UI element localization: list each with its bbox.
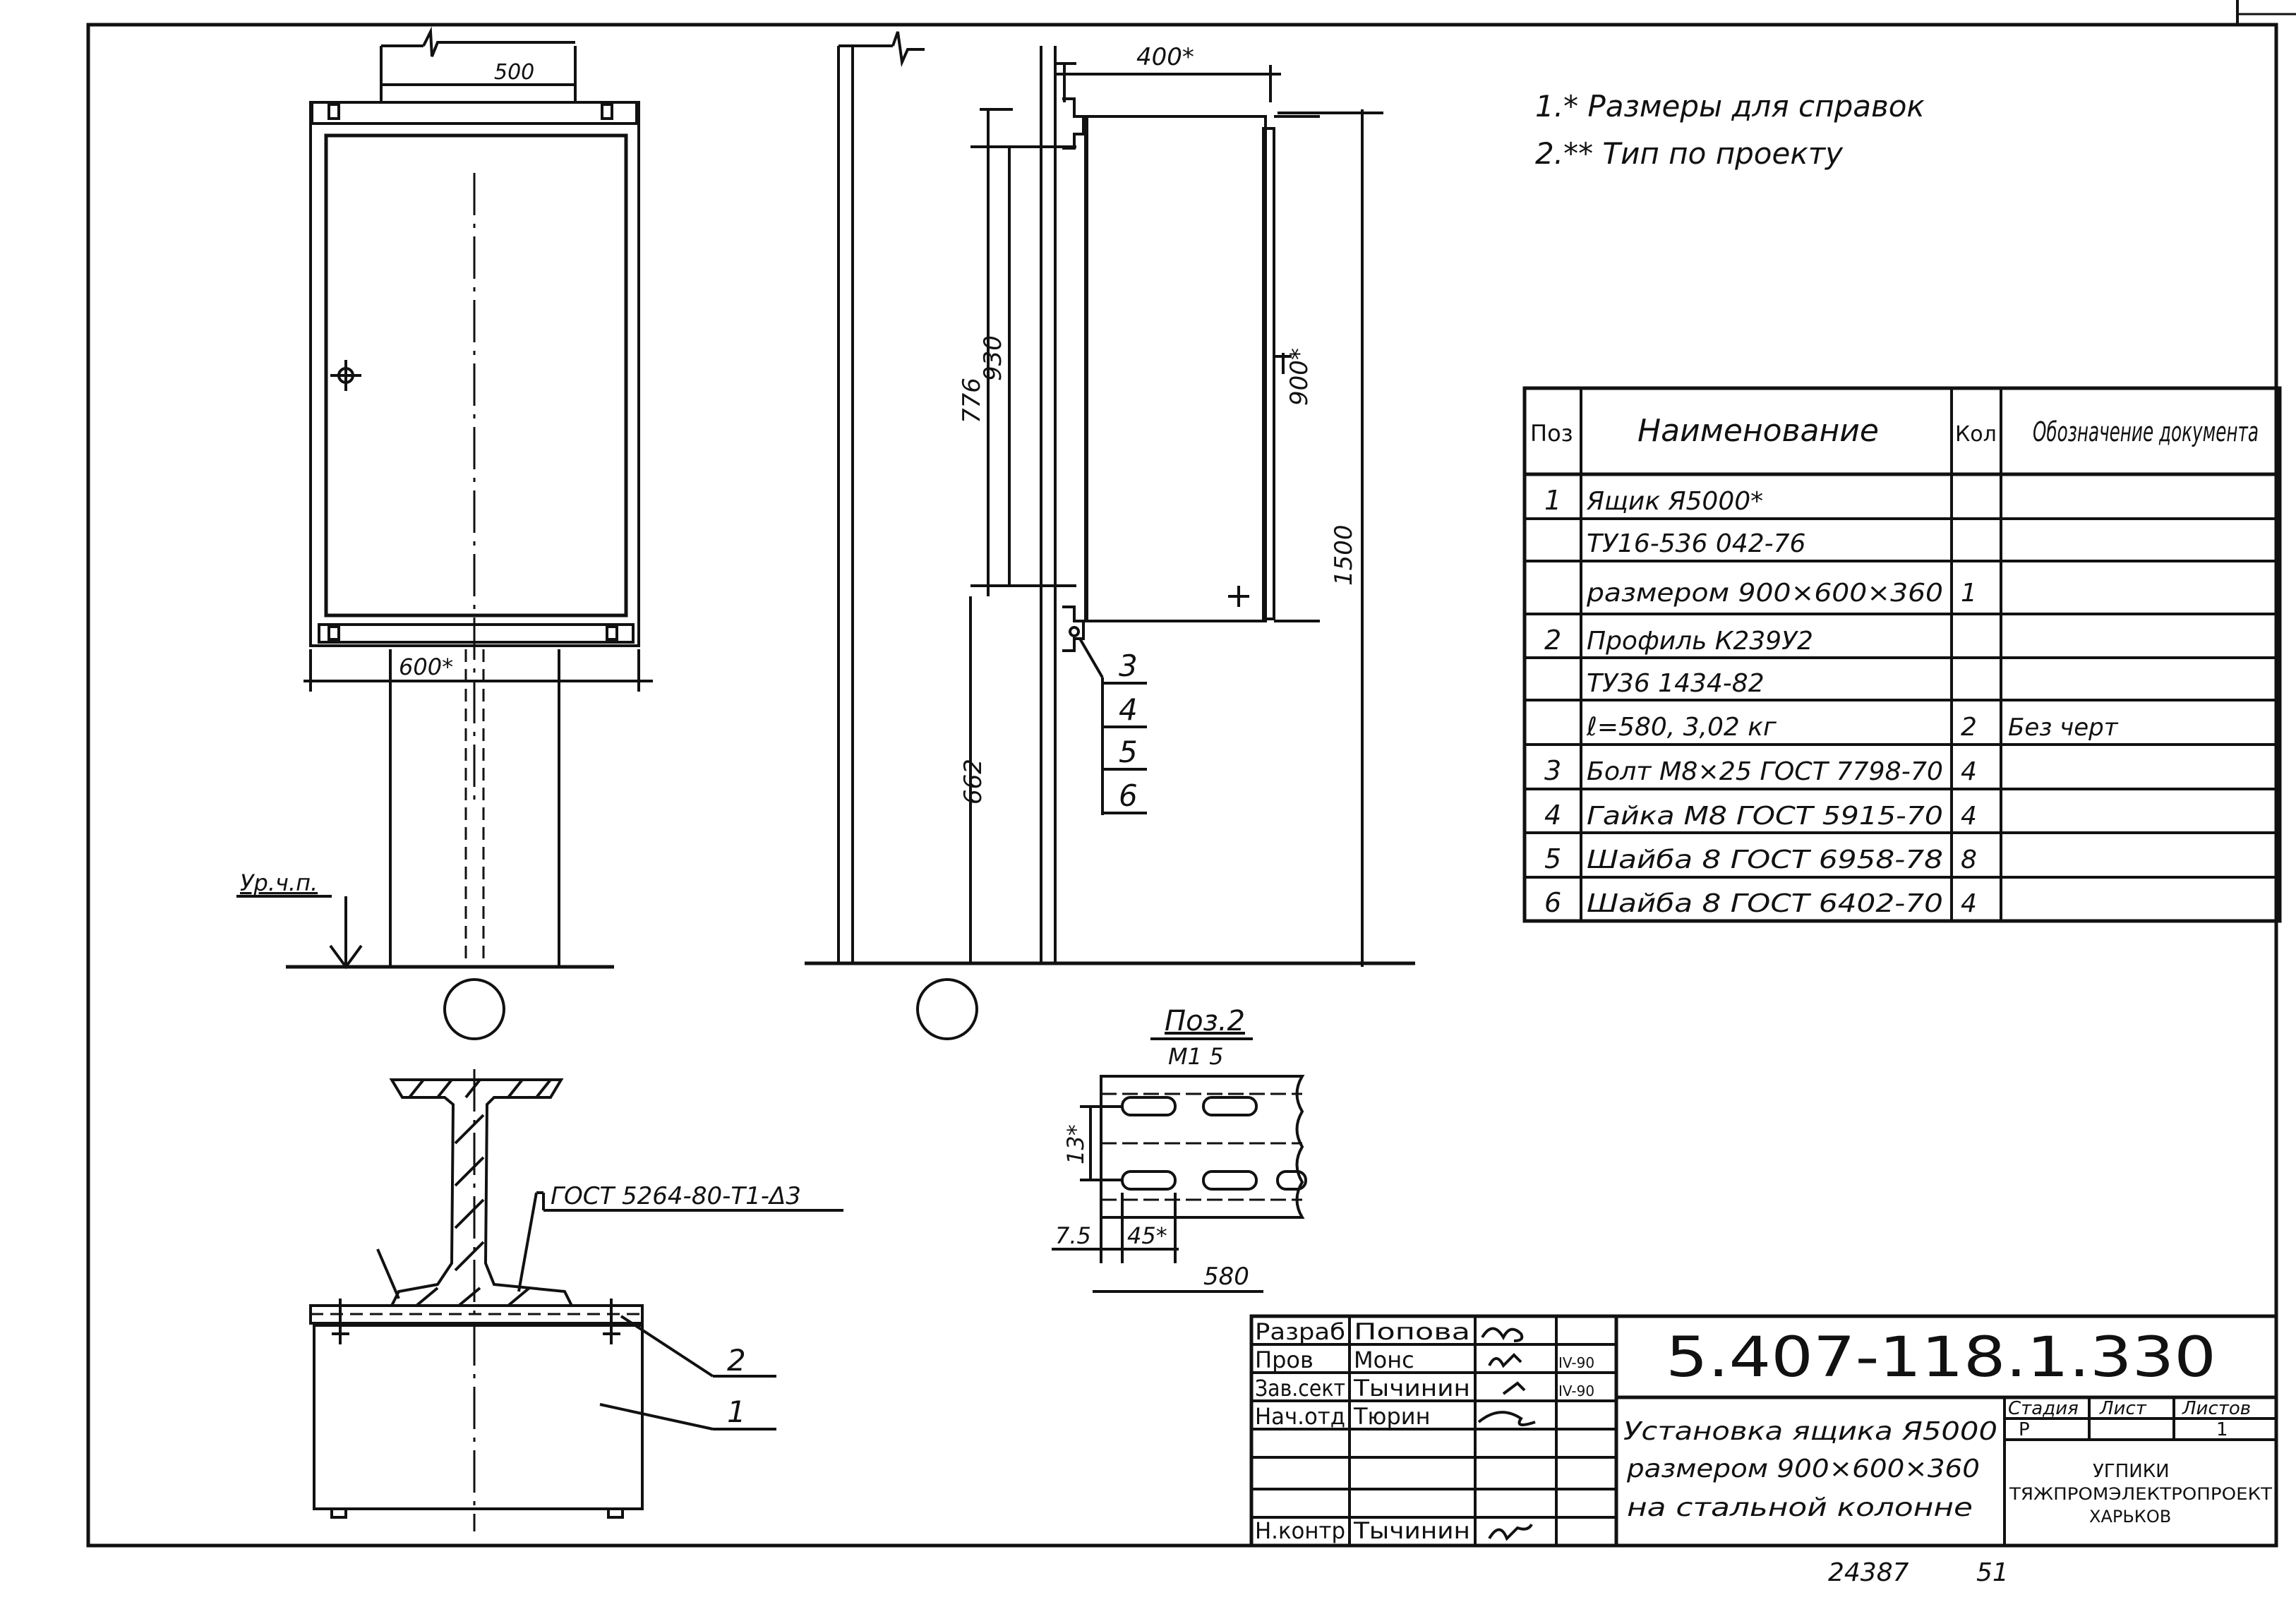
sheets-total: 1 xyxy=(2216,1419,2228,1440)
spec-row-pos: 3 xyxy=(1544,755,1561,786)
dim-900: 900* xyxy=(1285,348,1314,406)
spec-row-doc: Без черт xyxy=(2008,713,2119,742)
weld-note: ГОСТ 5264-80-Т1-Δ3 xyxy=(551,1182,801,1210)
dim-400: 400* xyxy=(1136,43,1194,71)
role-label: Н.контр xyxy=(1255,1517,1345,1544)
header-name: Наименование xyxy=(1637,413,1879,449)
side-view: 400* 930 776 662 900* 1500 xyxy=(805,31,1415,1040)
profile-detail: Поз.2 М1 5 13* 7.5 45* 580 xyxy=(1052,1005,1307,1293)
role-name: Тычинин xyxy=(1353,1375,1470,1402)
spec-row-qty: 4 xyxy=(1961,757,1977,786)
page-number: 51 xyxy=(1976,1558,2009,1587)
org-line-2: ТЯЖПРОМЭЛЕКТРОПРОЕКТ xyxy=(2009,1484,2272,1504)
notes: 1.* Размеры для справок 2.** Тип по прое… xyxy=(1535,89,1925,171)
role-date: IV-90 xyxy=(1558,1354,1594,1371)
floor-level-label: Ур.ч.п. xyxy=(240,869,318,896)
note-2: 2.** Тип по проекту xyxy=(1535,136,1844,171)
dim-45: 45* xyxy=(1127,1222,1167,1249)
spec-row-name: Болт М8×25 ГОСТ 7798-70 xyxy=(1587,757,1943,786)
spec-row-pos: 4 xyxy=(1544,800,1561,831)
sheet-frame xyxy=(86,23,2278,1548)
dim-662: 662 xyxy=(959,759,987,805)
dim-930: 930 xyxy=(979,335,1007,381)
dim-13: 13* xyxy=(1062,1124,1089,1164)
spec-row-name: Шайба 8 ГОСТ 6958-78 xyxy=(1587,845,1943,874)
title-block-text: 5.407-118.1.330 Установка ящика Я5000 ра… xyxy=(1623,1326,2272,1526)
role-date: IV-90 xyxy=(1558,1383,1594,1399)
role-name: Тюрин xyxy=(1353,1403,1431,1430)
note-1: 1.* Размеры для справок xyxy=(1535,89,1925,124)
role-name: Тычинин xyxy=(1353,1517,1470,1544)
spec-row-qty: 2 xyxy=(1961,713,1977,742)
spec-row-qty: 4 xyxy=(1961,802,1977,831)
sheets-label: Листов xyxy=(2182,1398,2251,1419)
spec-table xyxy=(1522,386,2282,923)
spec-row-qty: 1 xyxy=(1961,579,1977,608)
org-line-1: УГПИКИ xyxy=(2093,1461,2170,1482)
spec-row-name: Профиль К239У2 xyxy=(1587,627,1813,656)
spec-rows: 1 Ящик Я5000* ТУ16-536 042-76 размером 900×… xyxy=(1544,485,2119,918)
spec-row-qty: 8 xyxy=(1961,845,1977,874)
section-view: ГОСТ 5264-80-Т1-Δ3 2 1 xyxy=(309,1069,843,1531)
detail-title: Поз.2 xyxy=(1165,1005,1245,1037)
title-block xyxy=(1249,1314,2278,1548)
header-pos: Поз xyxy=(1530,420,1573,447)
callout-4: 4 xyxy=(1119,692,1138,727)
callout-3: 3 xyxy=(1119,649,1138,683)
role-label: Пров xyxy=(1255,1347,1314,1373)
dim-580: 580 xyxy=(1203,1263,1249,1291)
header-doc: Обозначение документа xyxy=(2033,416,2259,447)
title-line-2: размером 900×600×360 xyxy=(1626,1455,1980,1483)
title-line-1: Установка ящика Я5000 xyxy=(1623,1417,1997,1446)
spec-row-pos: 1 xyxy=(1544,485,1561,516)
stage-value: Р xyxy=(2019,1419,2030,1440)
front-view: 500 600* Ур.ч.п. xyxy=(236,26,653,1040)
spec-row-pos: 2 xyxy=(1544,625,1561,656)
dim-1500: 1500 xyxy=(1330,524,1358,586)
spec-row-name: ℓ=580, 3,02 кг xyxy=(1586,713,1777,742)
header-qty: Кол xyxy=(1955,422,1997,447)
stage-label: Стадия xyxy=(2008,1398,2079,1419)
role-label: Разраб xyxy=(1255,1318,1345,1345)
callout-5: 5 xyxy=(1119,735,1138,769)
title-line-3: на стальной колонне xyxy=(1627,1493,1973,1522)
spec-row-name: ТУ36 1434-82 xyxy=(1587,669,1765,698)
spec-table-text: Поз Наименование Кол Обозначение докумен… xyxy=(1530,413,2259,449)
dim-776: 776 xyxy=(958,378,986,423)
spec-row-pos: 6 xyxy=(1544,887,1561,918)
inventory-number: 24387 xyxy=(1828,1558,1909,1587)
role-name: Монс xyxy=(1354,1347,1414,1373)
role-label: Зав.сект xyxy=(1255,1375,1345,1402)
spec-row-name: размером 900×600×360 xyxy=(1586,579,1943,608)
dim-7-5: 7.5 xyxy=(1055,1222,1091,1249)
spec-row-qty: 4 xyxy=(1961,889,1977,918)
spec-row-name: Шайба 8 ГОСТ 6402-70 xyxy=(1587,889,1943,918)
detail-scale: М1 5 xyxy=(1168,1043,1224,1070)
spec-row-pos: 5 xyxy=(1544,843,1561,874)
section-callout-2: 2 xyxy=(727,1343,746,1378)
section-callout-1: 1 xyxy=(727,1395,746,1429)
doc-number: 5.407-118.1.330 xyxy=(1666,1326,2216,1390)
org-line-3: ХАРЬКОВ xyxy=(2089,1507,2171,1526)
callout-6: 6 xyxy=(1119,778,1138,813)
dim-500: 500 xyxy=(494,60,534,85)
spec-row-name: Гайка М8 ГОСТ 5915-70 xyxy=(1587,802,1943,831)
spec-row-name: ТУ16-536 042-76 xyxy=(1587,529,1805,558)
role-name: Попова xyxy=(1354,1318,1470,1345)
spec-row-name: Ящик Я5000* xyxy=(1586,487,1763,516)
role-label: Нач.отд xyxy=(1255,1403,1345,1430)
sheet-label: Лист xyxy=(2099,1398,2147,1419)
dim-600: 600* xyxy=(399,654,453,680)
